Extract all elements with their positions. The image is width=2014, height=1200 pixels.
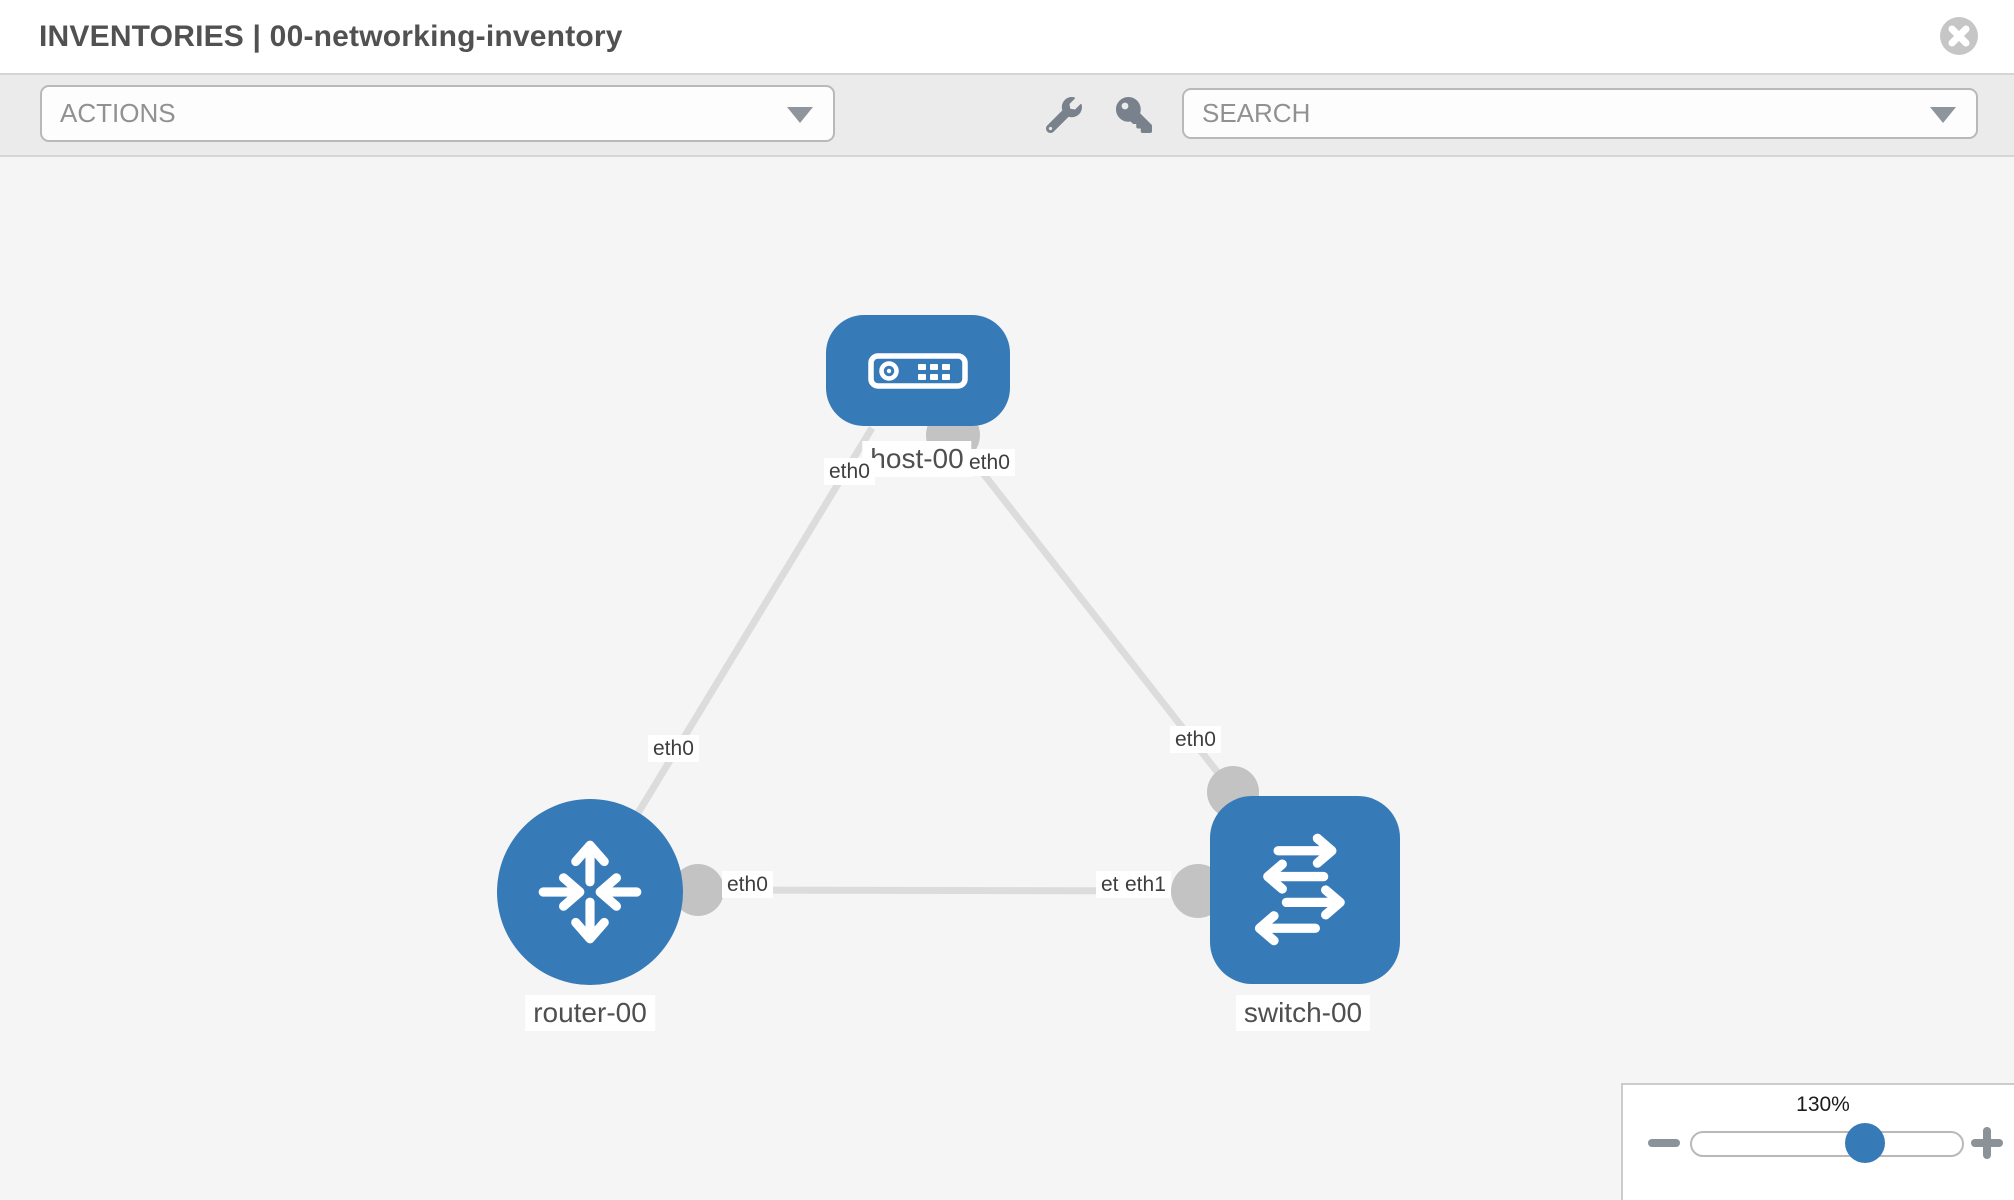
- window-header: INVENTORIES | 00-networking-inventory: [0, 0, 2014, 75]
- router-arrows-icon: [538, 840, 642, 944]
- toolbar: ACTIONS SEARCH: [0, 75, 2014, 157]
- zoom-out-minus-icon[interactable]: [1648, 1139, 1680, 1147]
- search-dropdown[interactable]: SEARCH: [1182, 88, 1978, 139]
- interface-label: eth0: [648, 735, 699, 762]
- host-server-icon: [868, 352, 968, 389]
- zoom-slider-thumb[interactable]: [1845, 1123, 1885, 1163]
- actions-dropdown-label: ACTIONS: [60, 98, 176, 128]
- interface-label: eth1: [1120, 871, 1171, 898]
- interface-label: eth0: [964, 449, 1015, 476]
- interface-label: eth0: [722, 871, 773, 898]
- zoom-control-panel: 130%: [1621, 1083, 2014, 1200]
- chevron-down-icon: [787, 106, 813, 123]
- interface-label: eth0: [1170, 726, 1221, 753]
- zoom-in-plus-icon[interactable]: [1971, 1127, 2003, 1159]
- node-label-switch: switch-00: [1235, 995, 1371, 1031]
- wrench-icon[interactable]: [1045, 97, 1082, 134]
- key-icon[interactable]: [1116, 97, 1152, 133]
- node-label-host: host-00: [862, 441, 972, 477]
- zoom-percentage: 130%: [1796, 1093, 1850, 1116]
- search-placeholder: SEARCH: [1202, 98, 1311, 128]
- page-title: INVENTORIES | 00-networking-inventory: [39, 19, 623, 53]
- node-host[interactable]: [826, 315, 1010, 426]
- node-switch[interactable]: [1210, 796, 1400, 984]
- switch-arrows-icon: [1254, 833, 1345, 946]
- node-label-router: router-00: [525, 995, 655, 1031]
- interface-connector-router[interactable]: [672, 864, 724, 916]
- topology-canvas[interactable]: host-00 router-00 switch-00 eth0 eth0 et…: [0, 159, 2014, 1200]
- interface-label: eth0: [824, 458, 875, 485]
- links-layer: [587, 408, 1259, 918]
- close-icon[interactable]: [1940, 17, 1978, 55]
- chevron-down-icon: [1930, 106, 1956, 123]
- node-router[interactable]: [497, 799, 683, 985]
- actions-dropdown[interactable]: ACTIONS: [40, 85, 835, 142]
- zoom-slider-track[interactable]: [1690, 1131, 1964, 1157]
